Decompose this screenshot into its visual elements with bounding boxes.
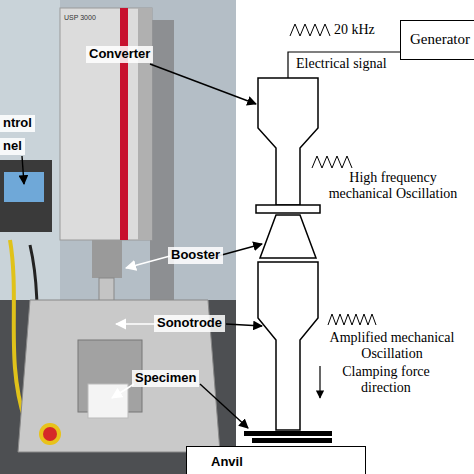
machine-stripe (120, 8, 128, 240)
schematic-background (236, 0, 474, 474)
booster-shape (260, 215, 316, 258)
anvil-box: Anvil (186, 446, 366, 474)
oscillation-wave (312, 156, 352, 168)
leader-arrow (112, 384, 134, 398)
leader-arrow (218, 244, 262, 256)
leader-arrow (150, 64, 256, 104)
signal-label: Electrical signal (296, 56, 387, 72)
photo-specimen (88, 384, 128, 418)
control-panel-photo (0, 160, 52, 232)
button-base (39, 423, 61, 445)
emergency-button (43, 427, 57, 441)
part-label: Converter (86, 46, 153, 63)
leader-arrow (116, 323, 156, 325)
machine-body (60, 8, 152, 240)
part-label: ntrol (0, 115, 35, 132)
leader-arrow (22, 156, 24, 184)
photo-wall-light (0, 0, 60, 300)
part-label: Booster (168, 247, 223, 264)
specimen-plate (244, 431, 332, 436)
converter-flange (256, 205, 320, 213)
machine-column (150, 20, 174, 310)
sonotrode-shape (258, 262, 318, 430)
oscillation-label: Amplified mechanical Oscillation (322, 330, 462, 362)
node-text: Anvil (211, 454, 365, 469)
leader-arrow (226, 324, 262, 326)
oscillation-label: High frequency mechanical Oscillation (318, 170, 468, 202)
signal-wave (290, 24, 330, 36)
leader-arrow (200, 384, 248, 428)
node-text: Generator (410, 31, 474, 48)
part-label: Specimen (132, 370, 199, 387)
force-arrow (319, 366, 320, 398)
part-label: Sonotrode (154, 315, 225, 332)
converter-shape (258, 78, 318, 205)
leader-arrow (126, 256, 170, 268)
machine-side (138, 8, 152, 240)
generator-box: Generator (400, 20, 474, 60)
frequency-label: 20 kHz (334, 22, 375, 38)
part-label: nel (0, 138, 25, 155)
amplified-wave (328, 314, 376, 325)
brand-label: USP 3000 (64, 14, 96, 22)
photo-wall (0, 0, 236, 474)
specimen-plate (252, 438, 332, 443)
force-label: Clamping force direction (330, 364, 442, 396)
photo-booster (92, 240, 122, 278)
